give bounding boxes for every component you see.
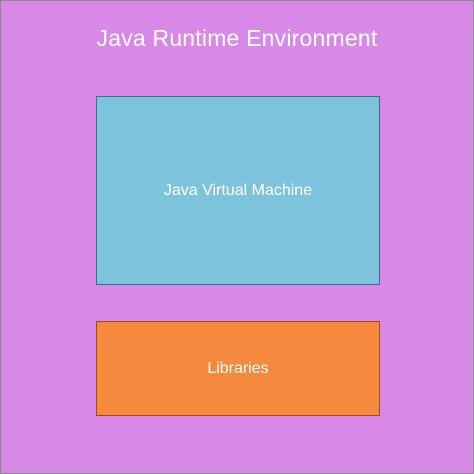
libraries-box: Libraries (96, 321, 380, 416)
jvm-box: Java Virtual Machine (96, 96, 380, 285)
libraries-label: Libraries (207, 359, 269, 377)
jvm-label: Java Virtual Machine (163, 181, 313, 199)
jre-title: Java Runtime Environment (96, 25, 378, 51)
